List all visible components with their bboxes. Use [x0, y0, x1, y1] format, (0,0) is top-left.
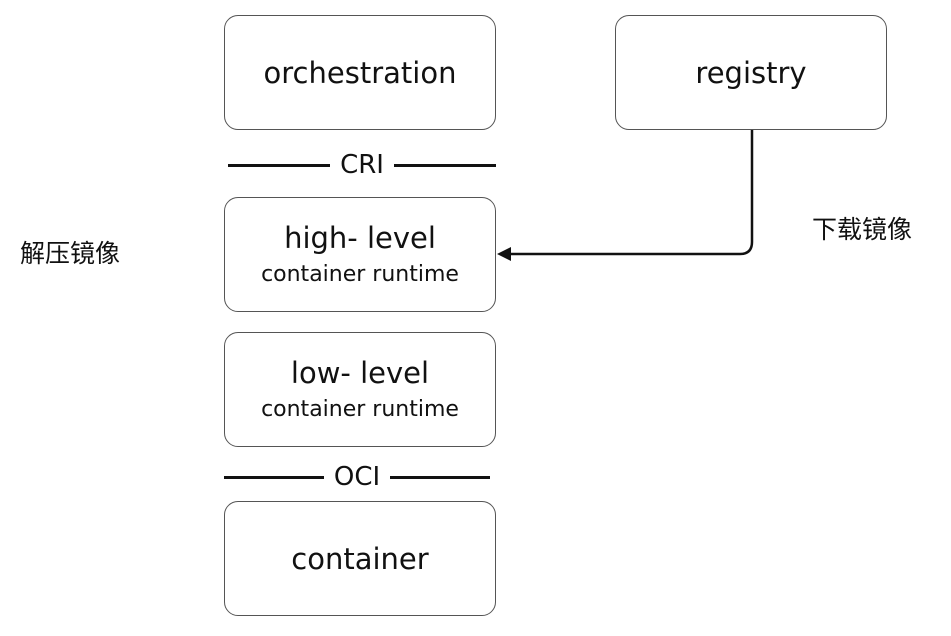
low-level-runtime-box: low- level container runtime	[224, 332, 496, 447]
cri-label: CRI	[340, 150, 384, 180]
registry-box: registry	[615, 15, 887, 130]
registry-label: registry	[695, 55, 807, 90]
oci-rule-right	[390, 475, 491, 479]
cri-separator: CRI	[228, 150, 497, 180]
oci-separator: OCI	[224, 462, 491, 492]
cri-rule-right	[393, 163, 497, 167]
orchestration-label: orchestration	[263, 55, 457, 90]
low-level-sublabel: container runtime	[261, 396, 459, 422]
high-level-label: high- level	[284, 220, 436, 255]
container-label: container	[291, 541, 429, 576]
cri-rule-left	[228, 163, 331, 167]
arrowhead-icon	[497, 247, 511, 261]
oci-label: OCI	[333, 462, 381, 492]
high-level-runtime-box: high- level container runtime	[224, 197, 496, 312]
orchestration-box: orchestration	[224, 15, 496, 130]
low-level-label: low- level	[290, 355, 430, 390]
download-image-annotation: 下载镜像	[812, 215, 913, 244]
connector-line	[510, 130, 754, 256]
container-box: container	[224, 501, 496, 616]
high-level-sublabel: container runtime	[261, 261, 459, 287]
oci-rule-left	[224, 475, 324, 479]
unpack-image-annotation: 解压镜像	[20, 239, 121, 268]
